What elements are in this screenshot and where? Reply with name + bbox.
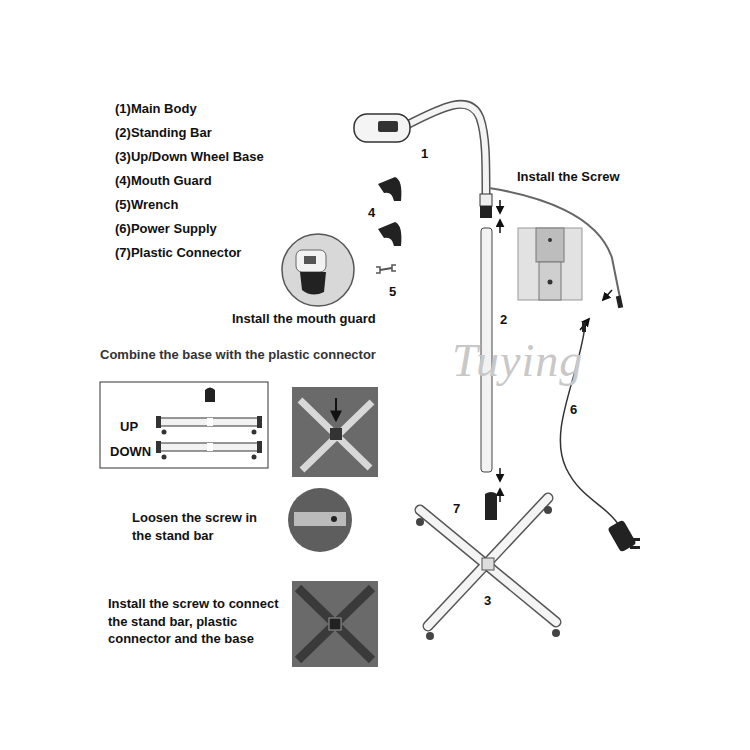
instruction-text: Loosen the screw in the stand bar (132, 509, 260, 544)
photo-installed-base (292, 581, 378, 667)
up-down-diagram (100, 382, 268, 468)
callout-number: 4 (368, 204, 375, 222)
callout-number: 6 (570, 401, 577, 419)
instruction-text: Install the screw to connect the stand b… (108, 595, 286, 648)
main-body (354, 104, 492, 218)
callout-number: 2 (500, 311, 507, 329)
part-list-item: (3)Up/Down Wheel Base (115, 148, 264, 166)
photo-base-connector (292, 387, 378, 477)
instruction-text: Install the Screw (517, 168, 620, 186)
part-list-item: (2)Standing Bar (115, 124, 212, 142)
lamp-cable (489, 188, 623, 308)
part-list-item: (6)Power Supply (115, 220, 217, 238)
part-list-item: (1)Main Body (115, 100, 197, 118)
instruction-text: Combine the base with the plastic connec… (100, 346, 376, 364)
part-list-item: (4)Mouth Guard (115, 172, 212, 190)
screw-inset (518, 228, 582, 300)
callout-number: 3 (484, 592, 491, 610)
part-list-item: (5)Wrench (115, 196, 178, 214)
instruction-text: Install the mouth guard (232, 310, 376, 328)
callout-number: 5 (389, 283, 396, 301)
callout-number: 1 (421, 145, 428, 163)
position-label: UP (120, 418, 138, 436)
part-list-item: (7)Plastic Connector (115, 244, 241, 262)
mouth-guard (378, 177, 401, 246)
watermark: Tuying (452, 330, 583, 392)
photo-stand-bar-screw (288, 488, 352, 552)
wrench (376, 265, 396, 273)
position-label: DOWN (110, 443, 151, 461)
callout-number: 7 (453, 500, 460, 518)
mouth-guard-inset (282, 234, 354, 306)
plastic-connector (485, 492, 497, 520)
wheel-base (416, 498, 560, 640)
